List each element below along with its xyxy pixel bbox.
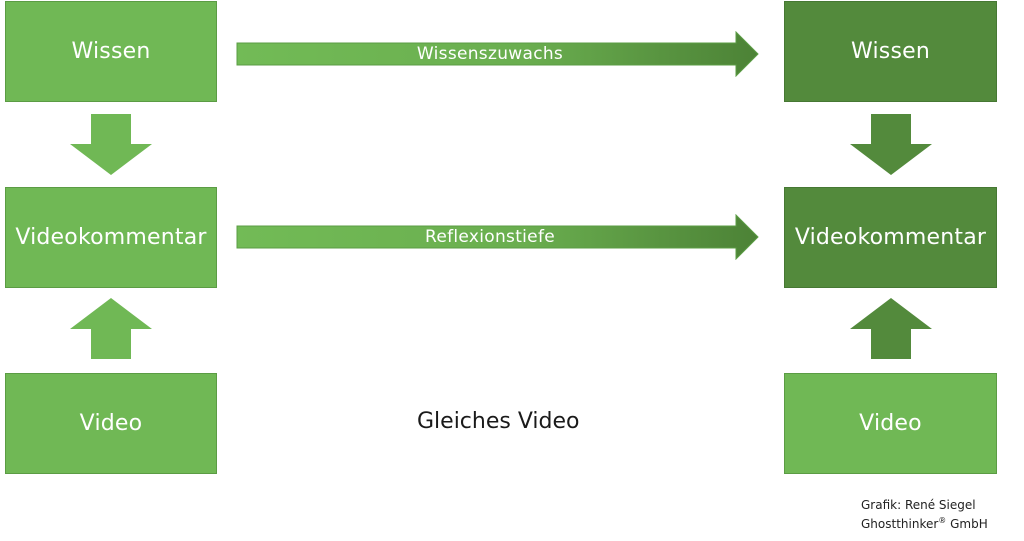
left-up-arrow xyxy=(70,298,152,359)
left-video-box: Video xyxy=(5,373,217,474)
right-videokommentar-box: Videokommentar xyxy=(784,187,997,288)
credit-company-name: Ghostthinker xyxy=(861,517,939,531)
right-videokommentar-label: Videokommentar xyxy=(794,225,987,250)
right-wissen-box: Wissen xyxy=(784,1,997,102)
credit: Grafik: René Siegel Ghostthinker® GmbH xyxy=(861,497,988,532)
credit-line-2: Ghostthinker® GmbH xyxy=(861,513,988,532)
right-video-box: Video xyxy=(784,373,997,474)
wissenszuwachs-label: Wissenszuwachs xyxy=(416,44,564,64)
left-videokommentar-label: Videokommentar xyxy=(15,225,207,250)
left-video-label: Video xyxy=(79,411,143,436)
left-wissen-box: Wissen xyxy=(5,1,217,102)
registered-mark: ® xyxy=(938,516,947,525)
wissenszuwachs-arrow-shape xyxy=(236,31,759,77)
left-wissen-label: Wissen xyxy=(71,39,151,64)
right-video-label: Video xyxy=(859,411,922,436)
left-down-arrow xyxy=(70,114,152,175)
right-wissen-label: Wissen xyxy=(851,39,930,64)
left-videokommentar-box: Videokommentar xyxy=(5,187,217,288)
right-down-arrow xyxy=(850,114,932,175)
reflexionstiefe-arrow-shape xyxy=(236,214,759,260)
reflexionstiefe-label: Reflexionstiefe xyxy=(425,227,555,247)
gleiches-video-label: Gleiches Video xyxy=(417,409,580,434)
reflexionstiefe-arrow: Reflexionstiefe xyxy=(236,214,760,260)
credit-company-suffix: GmbH xyxy=(946,517,988,531)
right-up-arrow xyxy=(850,298,932,359)
wissenszuwachs-arrow: Wissenszuwachs xyxy=(236,31,760,77)
credit-line-1: Grafik: René Siegel xyxy=(861,498,976,512)
